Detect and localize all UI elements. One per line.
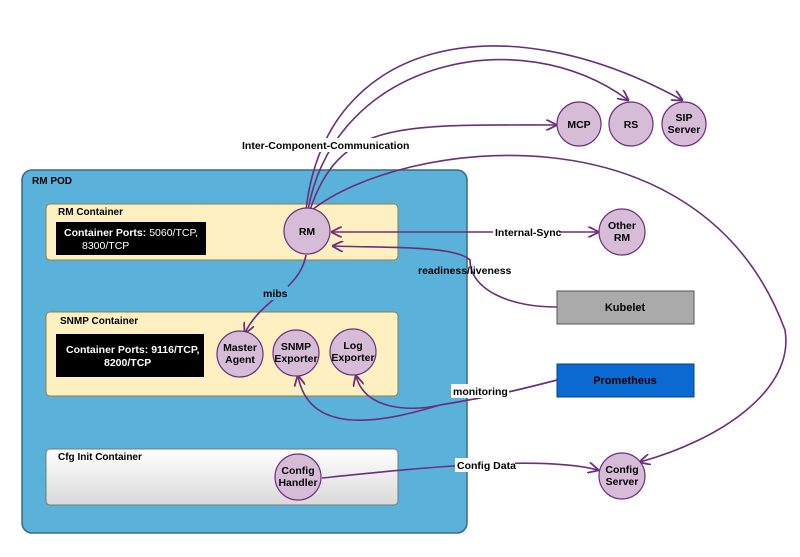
svg-text:Config: Config xyxy=(281,465,314,477)
rm-ports-box xyxy=(56,222,206,255)
prometheus-box: Prometheus xyxy=(556,363,695,398)
node-config-handler: Config Handler xyxy=(274,453,322,501)
edge-rm-mcp xyxy=(309,125,556,211)
svg-text:RS: RS xyxy=(624,119,639,131)
label-mibs: mibs xyxy=(263,288,288,300)
svg-text:Master: Master xyxy=(223,342,257,354)
node-mcp: MCP xyxy=(556,101,602,147)
svg-text:RM: RM xyxy=(299,226,316,238)
snmp-container-title: SNMP Container xyxy=(60,316,138,327)
pod-title: RM POD xyxy=(32,176,72,187)
svg-text:Log: Log xyxy=(343,340,362,352)
label-internal-sync: Internal-Sync xyxy=(495,227,562,239)
edge-readiness xyxy=(333,246,558,308)
cfg-container-title: Cfg Init Container xyxy=(58,452,142,463)
node-config-server: Config Server xyxy=(598,452,646,500)
svg-text:Exporter: Exporter xyxy=(274,353,317,365)
node-master-agent: Master Agent xyxy=(216,330,264,378)
svg-text:Other: Other xyxy=(608,220,636,232)
node-snmp-exporter: SNMP Exporter xyxy=(272,329,320,377)
snmp-ports-line1: Container Ports: 9116/TCP, xyxy=(66,344,200,356)
svg-text:Agent: Agent xyxy=(225,354,255,366)
snmp-ports-box xyxy=(56,334,204,377)
svg-text:Server: Server xyxy=(606,476,639,488)
node-rs: RS xyxy=(608,101,654,147)
svg-text:SIP: SIP xyxy=(676,112,693,124)
svg-text:SNMP: SNMP xyxy=(281,341,311,353)
svg-text:Config: Config xyxy=(605,464,638,476)
svg-text:MCP: MCP xyxy=(567,119,590,131)
node-other-rm: Other RM xyxy=(598,208,646,256)
snmp-ports-line2: 8200/TCP xyxy=(104,357,151,369)
edge-rm-config-server xyxy=(311,154,787,462)
label-config-data: Config Data xyxy=(457,460,516,472)
node-sip-server: SIP Server xyxy=(661,101,707,147)
svg-text:Server: Server xyxy=(668,124,701,136)
label-inter-component: Inter-Component-Communication xyxy=(242,140,409,152)
edge-rm-rs xyxy=(307,58,628,211)
kubelet-box: Kubelet xyxy=(556,290,695,325)
label-monitoring: monitoring xyxy=(453,386,508,398)
node-log-exporter: Log Exporter xyxy=(329,328,377,376)
svg-text:RM: RM xyxy=(614,232,631,244)
svg-text:Exporter: Exporter xyxy=(331,352,374,364)
svg-text:Prometheus: Prometheus xyxy=(593,375,657,387)
label-readiness: readiness/liveness xyxy=(418,265,512,277)
node-rm: RM xyxy=(283,207,331,255)
svg-text:Kubelet: Kubelet xyxy=(605,302,646,314)
rm-ports-line1: Container Ports: 5060/TCP, xyxy=(64,227,198,239)
rm-ports-line2: 8300/TCP xyxy=(82,240,129,252)
rm-container-title: RM Container xyxy=(58,207,123,218)
svg-text:Handler: Handler xyxy=(278,477,317,489)
